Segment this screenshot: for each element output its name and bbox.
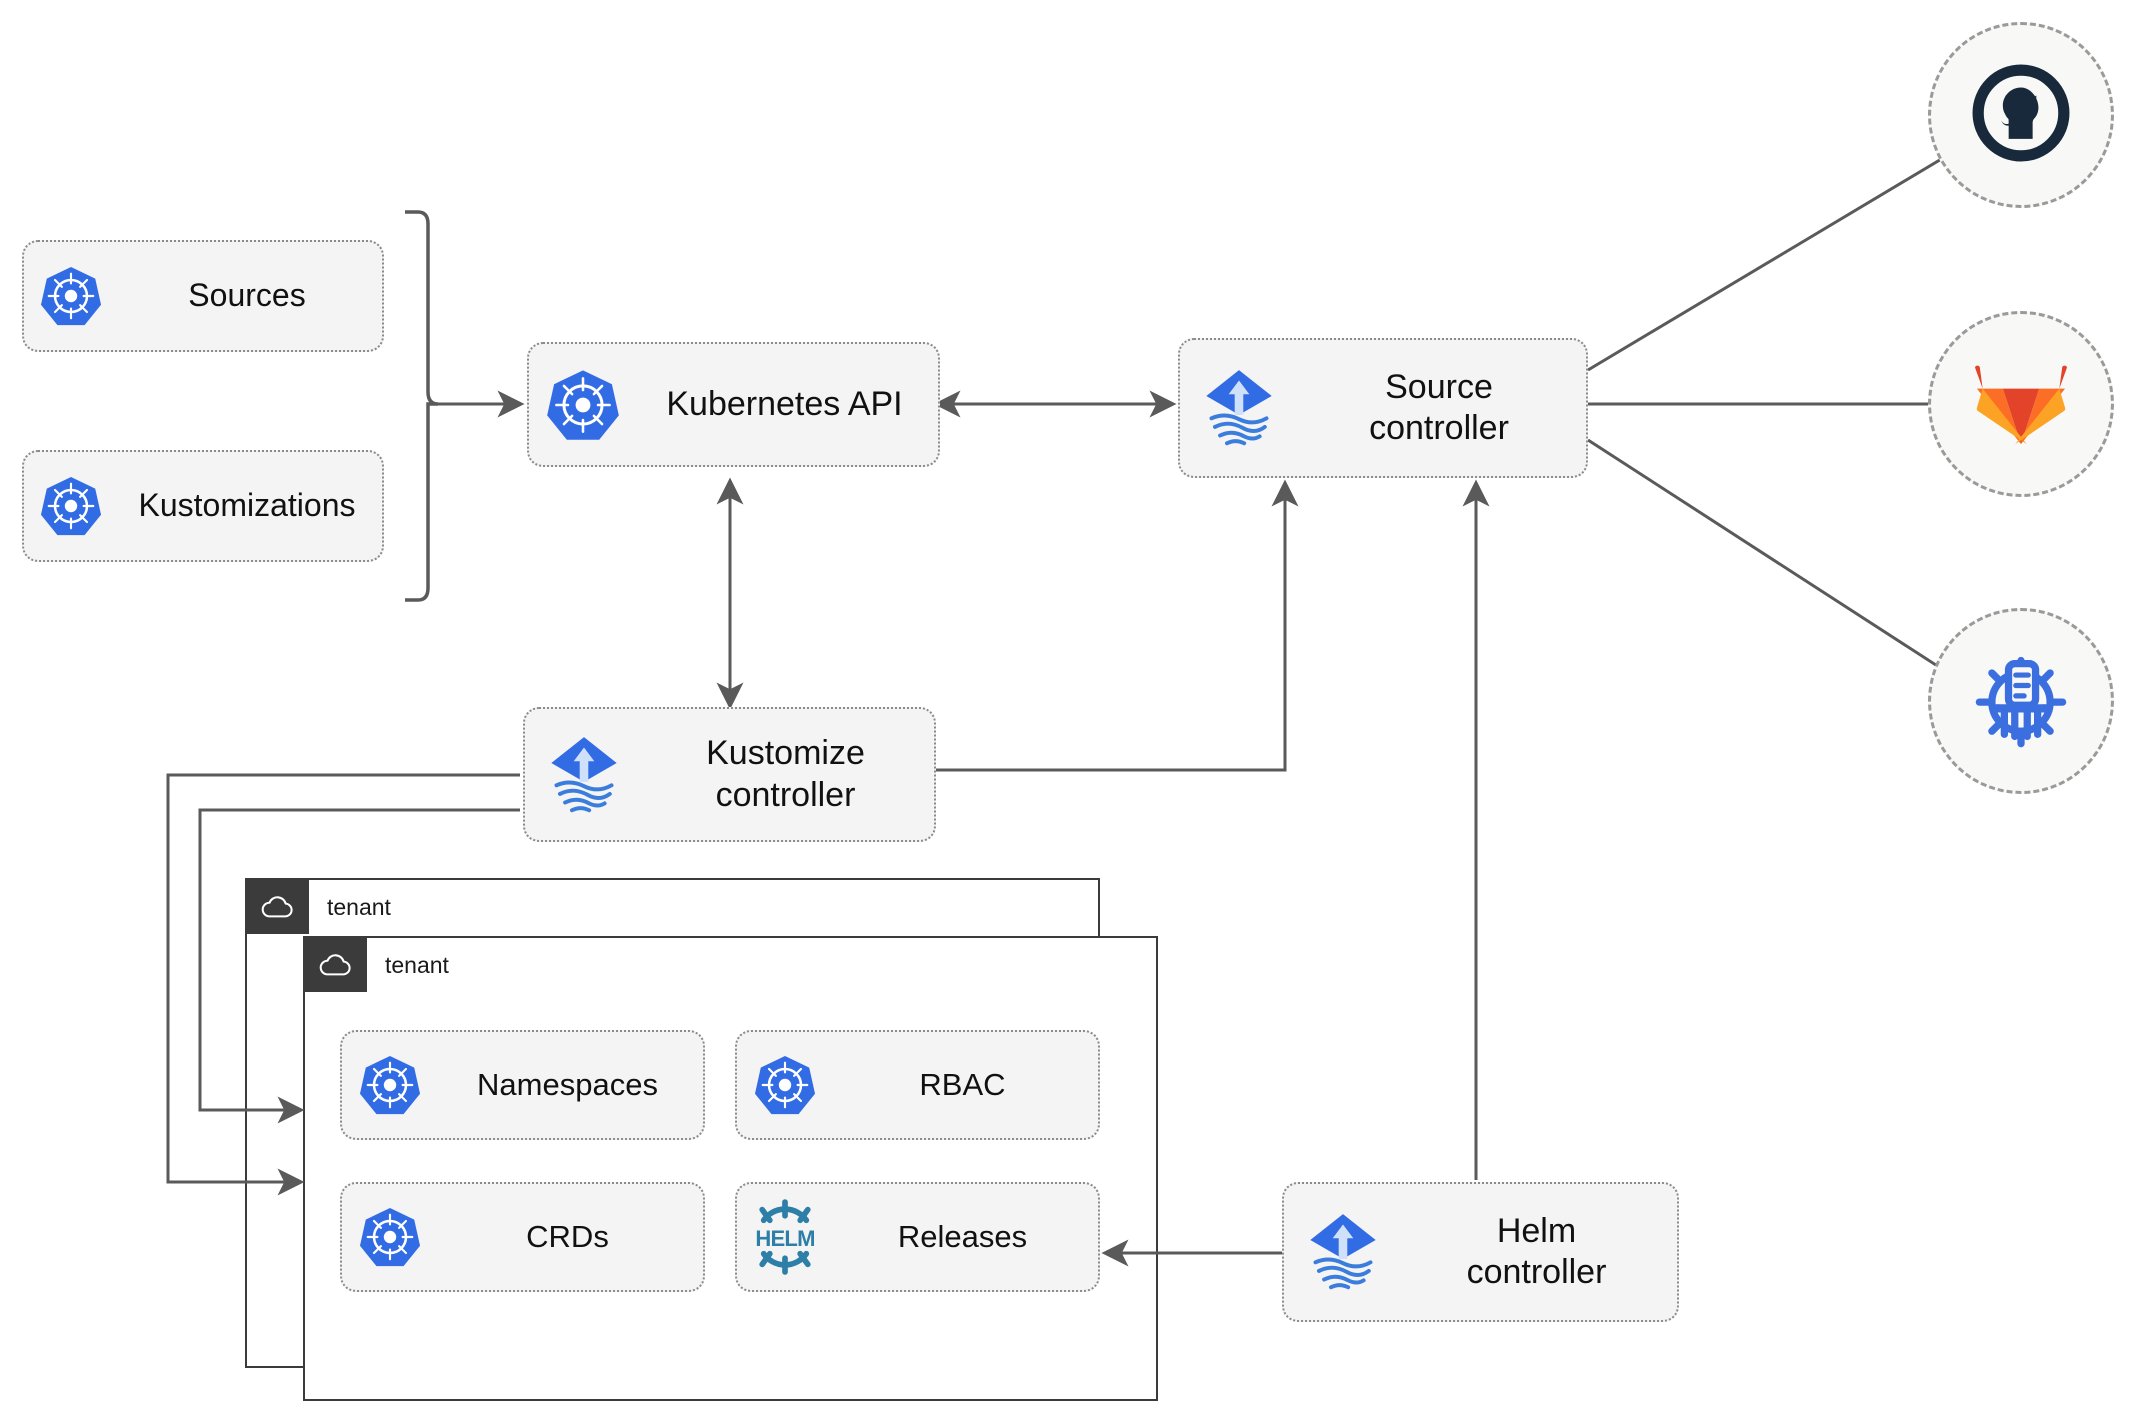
tenant-label: tenant [385,951,449,978]
component-box-helm-controller[interactable]: Helm controller [1282,1182,1679,1322]
wire-kustomize-to-source-controller [936,479,1299,772]
tenant-header: tenant [247,880,391,934]
component-label: Helm controller [1466,1211,1607,1291]
resource-label: Kustomizations [138,487,356,524]
tenant-resource-namespaces[interactable]: Namespaces [340,1030,705,1140]
flux-icon [525,732,643,818]
flux-icon [1180,365,1298,451]
kubernetes-icon [24,475,118,537]
kubernetes-icon [342,1054,438,1116]
component-label: Kubernetes API [666,384,903,423]
tenant-resource-label: RBAC [919,1067,1006,1103]
helm-icon: HELM [737,1199,833,1275]
tenant-resource-rbac[interactable]: RBAC [735,1030,1100,1140]
resource-label: Sources [188,277,306,314]
kubernetes-icon [342,1206,438,1268]
kubernetes-icon [737,1054,833,1116]
component-box-kubernetes-api[interactable]: Kubernetes API [527,342,940,467]
tenant-header: tenant [305,938,449,992]
component-label: Kustomize controller [706,734,865,814]
tenant-label: tenant [327,893,391,920]
tenant-resource-label: Releases [897,1219,1028,1255]
tenant-resource-crds[interactable]: CRDs [340,1182,705,1292]
kubernetes-icon [529,368,637,442]
svg-text:HELM: HELM [755,1226,814,1251]
wire-source-to-github [1587,127,1994,372]
resource-box-kustomizations[interactable]: Kustomizations [22,450,384,562]
tenant-resource-releases[interactable]: HELM Releases [735,1182,1100,1292]
component-box-source-controller[interactable]: Source controller [1178,338,1588,478]
wire-source-to-helm-repository [1587,438,1994,703]
component-label: Source controller [1369,367,1509,447]
tenant-resource-label: Namespaces [477,1067,658,1103]
provider-circle-github[interactable] [1928,22,2114,208]
resource-box-sources[interactable]: Sources [22,240,384,352]
kubernetes-icon [24,265,118,327]
component-box-kustomize-controller[interactable]: Kustomize controller [523,707,936,842]
tenant-resource-label: CRDs [526,1219,609,1255]
cloud-icon [247,880,309,934]
github-icon [1971,63,2071,168]
flux-icon [1284,1209,1402,1295]
cloud-icon [305,938,367,992]
tenant-card-front[interactable]: tenant [303,936,1158,1401]
